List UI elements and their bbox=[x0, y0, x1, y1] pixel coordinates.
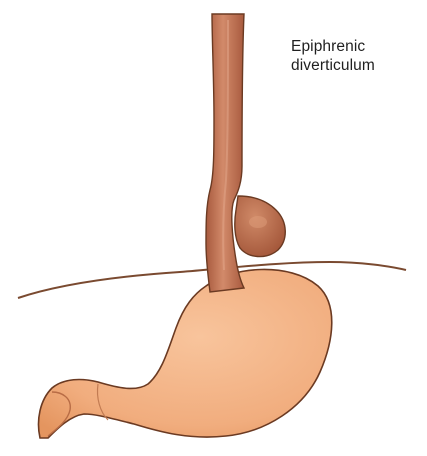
esophagus bbox=[206, 14, 244, 292]
diverticulum-label-line-2: diverticulum bbox=[291, 57, 375, 75]
diverticulum-label-line-1: Epiphrenic bbox=[291, 38, 365, 56]
diverticulum-highlight bbox=[249, 216, 267, 228]
stomach bbox=[39, 269, 332, 438]
